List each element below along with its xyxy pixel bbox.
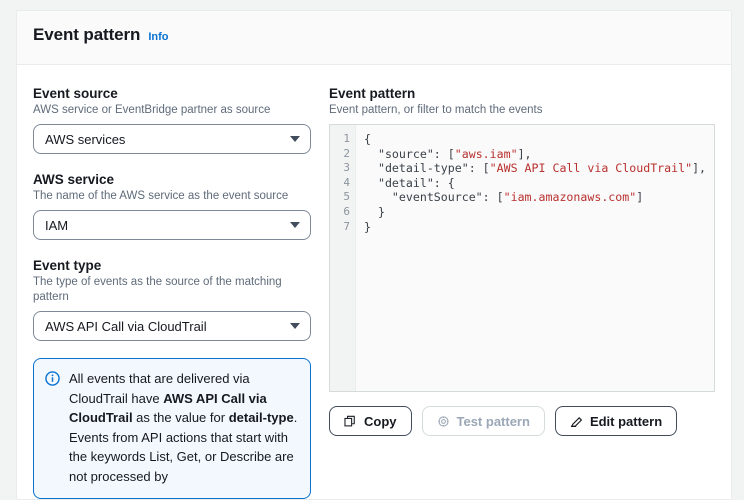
aws-service-description: The name of the AWS service as the event… [33, 190, 289, 202]
test-pattern-button: Test pattern [421, 406, 545, 436]
event-type-description: The type of events as the source of the … [33, 276, 282, 303]
field-aws-service: AWS service The name of the AWS service … [33, 171, 311, 240]
event-type-value: AWS API Call via CloudTrail [45, 318, 207, 334]
button-label: Copy [364, 413, 397, 429]
event-source-value: AWS services [45, 131, 126, 147]
button-label: Test pattern [456, 413, 530, 429]
copy-icon [344, 415, 357, 428]
left-column: Event source AWS service or EventBridge … [33, 85, 311, 499]
editor-button-row: Copy Test pattern Edit pattern [329, 406, 715, 436]
chevron-down-icon [290, 136, 300, 142]
info-alert-text: All events that are delivered via CloudT… [69, 371, 298, 484]
event-type-label: Event type [33, 258, 102, 273]
event-pattern-panel: Event pattern Info Event source AWS serv… [16, 10, 732, 500]
event-pattern-label: Event pattern [329, 86, 416, 101]
panel-body: Event source AWS service or EventBridge … [17, 65, 731, 499]
copy-button[interactable]: Copy [329, 406, 412, 436]
line-number: 1 [343, 132, 350, 145]
event-source-select[interactable]: AWS services [33, 124, 311, 154]
line-number: 7 [343, 219, 350, 233]
info-circle-icon [45, 371, 60, 486]
line-number: 5 [343, 190, 350, 204]
edit-pattern-button[interactable]: Edit pattern [554, 406, 678, 436]
field-event-source: Event source AWS service or EventBridge … [33, 85, 311, 154]
info-alert: All events that are delivered via CloudT… [33, 358, 311, 499]
event-source-label: Event source [33, 86, 118, 101]
event-source-description: AWS service or EventBridge partner as so… [33, 104, 271, 116]
pencil-icon [570, 415, 583, 428]
line-number: 4 [343, 175, 350, 189]
gear-icon [437, 415, 450, 428]
line-number: 2 [343, 146, 350, 160]
editor-code: { "source": ["aws.iam"], "detail-type": … [356, 125, 714, 391]
event-type-select[interactable]: AWS API Call via CloudTrail [33, 311, 311, 341]
event-pattern-description: Event pattern, or filter to match the ev… [329, 104, 543, 116]
editor-code-content: { "source": ["aws.iam"], "detail-type": … [364, 132, 707, 234]
aws-service-value: IAM [45, 217, 69, 233]
line-number: 3 [343, 161, 350, 175]
chevron-down-icon [290, 222, 300, 228]
button-label: Edit pattern [589, 413, 663, 429]
panel-header: Event pattern Info [17, 11, 731, 65]
line-number: 6 [343, 204, 350, 218]
aws-service-select[interactable]: IAM [33, 210, 311, 240]
chevron-down-icon [290, 323, 300, 329]
info-link[interactable]: Info [148, 31, 169, 43]
aws-service-label: AWS service [33, 172, 115, 187]
page-title: Event pattern [33, 25, 141, 44]
right-column: Event pattern Event pattern, or filter t… [329, 85, 715, 499]
field-event-type: Event type The type of events as the sou… [33, 257, 311, 341]
